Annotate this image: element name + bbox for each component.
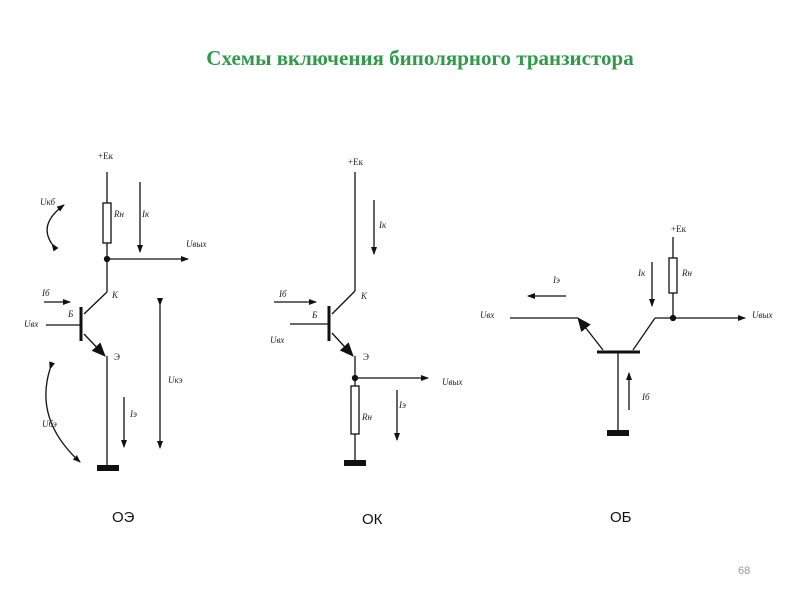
cc-ib-label: Iб xyxy=(278,289,287,299)
cb-labels: +Eк Iэ Iк Rн Uвх Uвых Iб ОБ xyxy=(480,224,773,526)
cc-ik-label: Iк xyxy=(378,220,387,230)
ce-uin-label: Uвх xyxy=(24,319,38,329)
ce-uout-label: Uвых xyxy=(186,239,207,249)
cc-k-label: К xyxy=(360,291,368,301)
cc-load-label: Rн xyxy=(361,412,372,422)
cb-ground xyxy=(607,430,629,436)
ce-labels: +Eк Uкб Rн Iк Uвых Iб К Б Uвх Э Uкэ Iэ U… xyxy=(24,151,207,526)
ce-ie-label: Iэ xyxy=(129,409,137,419)
cc-b-label: Б xyxy=(311,310,318,320)
ce-supply-label: +Eк xyxy=(98,151,114,161)
ce-load-label: Rн xyxy=(113,209,124,219)
ce-k-label: К xyxy=(111,290,119,300)
cb-emitter-lead xyxy=(577,317,604,351)
ce-emitter-lead xyxy=(83,333,106,357)
cc-uin-label: Uвх xyxy=(270,335,284,345)
cb-supply-label: +Eк xyxy=(671,224,687,234)
ce-ib-label: Iб xyxy=(41,288,50,298)
ce-collector-lead xyxy=(83,291,108,315)
cc-emitter-lead xyxy=(331,332,354,357)
cc-caption: ОК xyxy=(362,511,383,528)
ce-e-label: Э xyxy=(114,352,120,362)
ce-ground xyxy=(97,465,119,471)
cc-labels: +Eк Iк Iб К Б Uвх Э Uвых Iэ Rн ОК xyxy=(270,157,463,528)
cb-load-label: Rн xyxy=(681,268,692,278)
cc-collector-lead xyxy=(331,290,356,315)
ce-load-resistor xyxy=(102,202,112,244)
cb-collector-lead xyxy=(632,317,656,351)
ce-ube-label: Uбэ xyxy=(42,419,57,429)
cb-ik-label: Iк xyxy=(637,268,646,278)
cc-ie-label: Iэ xyxy=(398,400,406,410)
circuit-common-base xyxy=(510,237,746,436)
ce-b-label: Б xyxy=(67,309,74,319)
circuit-common-emitter xyxy=(44,172,189,471)
cc-load-resistor xyxy=(350,385,360,435)
cb-uin-label: Uвх xyxy=(480,310,494,320)
cb-caption: ОБ xyxy=(610,509,632,526)
cb-uout-label: Uвых xyxy=(752,310,773,320)
circuit-common-collector xyxy=(274,172,429,466)
ce-ik-label: Iк xyxy=(141,209,150,219)
cc-ground xyxy=(344,460,366,466)
cb-ie-label: Iэ xyxy=(552,275,560,285)
ce-caption: ОЭ xyxy=(112,509,135,526)
slide-title: Схемы включения биполярного транзистора xyxy=(206,46,634,70)
cb-load-resistor xyxy=(668,257,678,294)
cc-supply-label: +Eк xyxy=(348,157,364,167)
cc-e-label: Э xyxy=(363,352,369,362)
cb-ib-label: Iб xyxy=(641,392,650,402)
ce-arrow-ube xyxy=(45,361,81,463)
ce-uke-label: Uкэ xyxy=(168,375,183,385)
ce-arrow-ukb xyxy=(46,204,65,252)
cc-uout-label: Uвых xyxy=(442,377,463,387)
page-number: 68 xyxy=(738,565,750,577)
ce-ukb-label: Uкб xyxy=(40,197,55,207)
